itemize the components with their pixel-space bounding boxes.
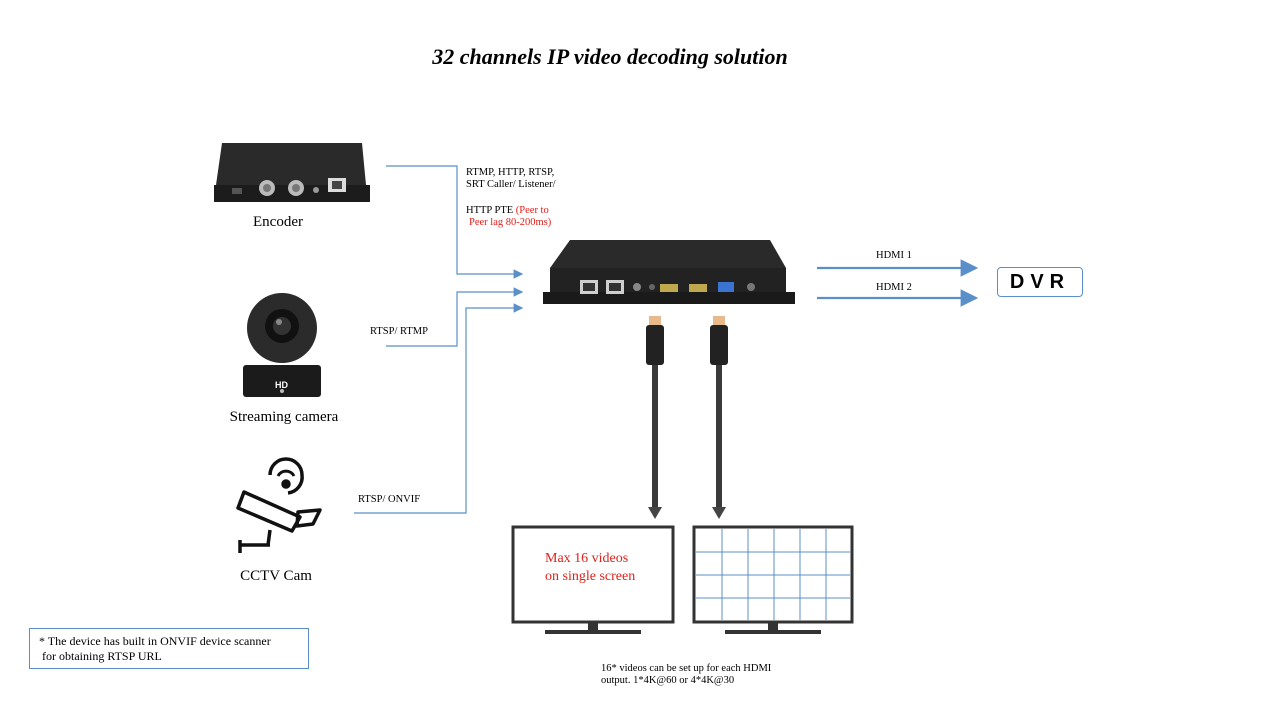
monitor-grid-view: [692, 525, 854, 634]
device-note-box: * The device has built in ONVIF device s…: [29, 628, 309, 669]
device-note-line-2: for obtaining RTSP URL: [39, 649, 162, 663]
bottom-note-line-2: output. 1*4K@60 or 4*4K@30: [601, 675, 735, 686]
diagram-title: 32 channels IP video decoding solution: [432, 44, 788, 69]
hdmi-cable-left-icon: [646, 316, 664, 519]
camera-hd-badge: HD: [275, 380, 288, 390]
bottom-note: 16* videos can be set up for each HDMI o…: [601, 663, 771, 687]
monitor-caption: Max 16 videos on single screen: [545, 550, 635, 586]
camera-label: Streaming camera: [229, 409, 339, 425]
http-pte-note: (Peer to: [515, 205, 549, 216]
streaming-camera-icon: [243, 293, 321, 397]
encoder-protocol-line-1: RTMP, HTTP, RTSP,: [466, 167, 555, 178]
cctv-connection-line: [354, 303, 524, 514]
encoder-protocols: RTMP, HTTP, RTSP, SRT Caller/ Listener/: [466, 167, 556, 191]
encoder-connection-line: [386, 165, 524, 279]
monitor-caption-line-2: on single screen: [545, 569, 636, 584]
http-pte-note-2: Peer lag 80-200ms): [469, 217, 552, 228]
camera-connection-line: [386, 287, 524, 347]
cctv-protocol: RTSP/ ONVIF: [358, 494, 421, 505]
encoder-label: Encoder: [253, 214, 303, 230]
http-pte-label: HTTP PTE: [466, 205, 516, 216]
bottom-note-line-1: 16* videos can be set up for each HDMI: [601, 663, 772, 674]
hdmi-cable-right-icon: [710, 316, 728, 519]
hdmi1-label: HDMI 1: [876, 250, 912, 261]
cctv-camera-icon: [236, 457, 322, 553]
monitor-single-view: [511, 525, 675, 634]
http-pte-text: HTTP PTE (Peer to: [466, 205, 549, 217]
encoder-device-icon: [214, 143, 370, 202]
encoder-protocol-line-2: SRT Caller/ Listener/: [466, 179, 556, 190]
cctv-label: CCTV Cam: [240, 568, 312, 584]
decoder-device-icon: [543, 240, 795, 304]
camera-protocol: RTSP/ RTMP: [370, 326, 428, 337]
hdmi2-label: HDMI 2: [876, 282, 912, 293]
device-note-line-1: * The device has built in ONVIF device s…: [39, 634, 271, 648]
monitor-caption-line-1: Max 16 videos: [545, 551, 629, 566]
dvr-box: DVR: [997, 267, 1083, 297]
